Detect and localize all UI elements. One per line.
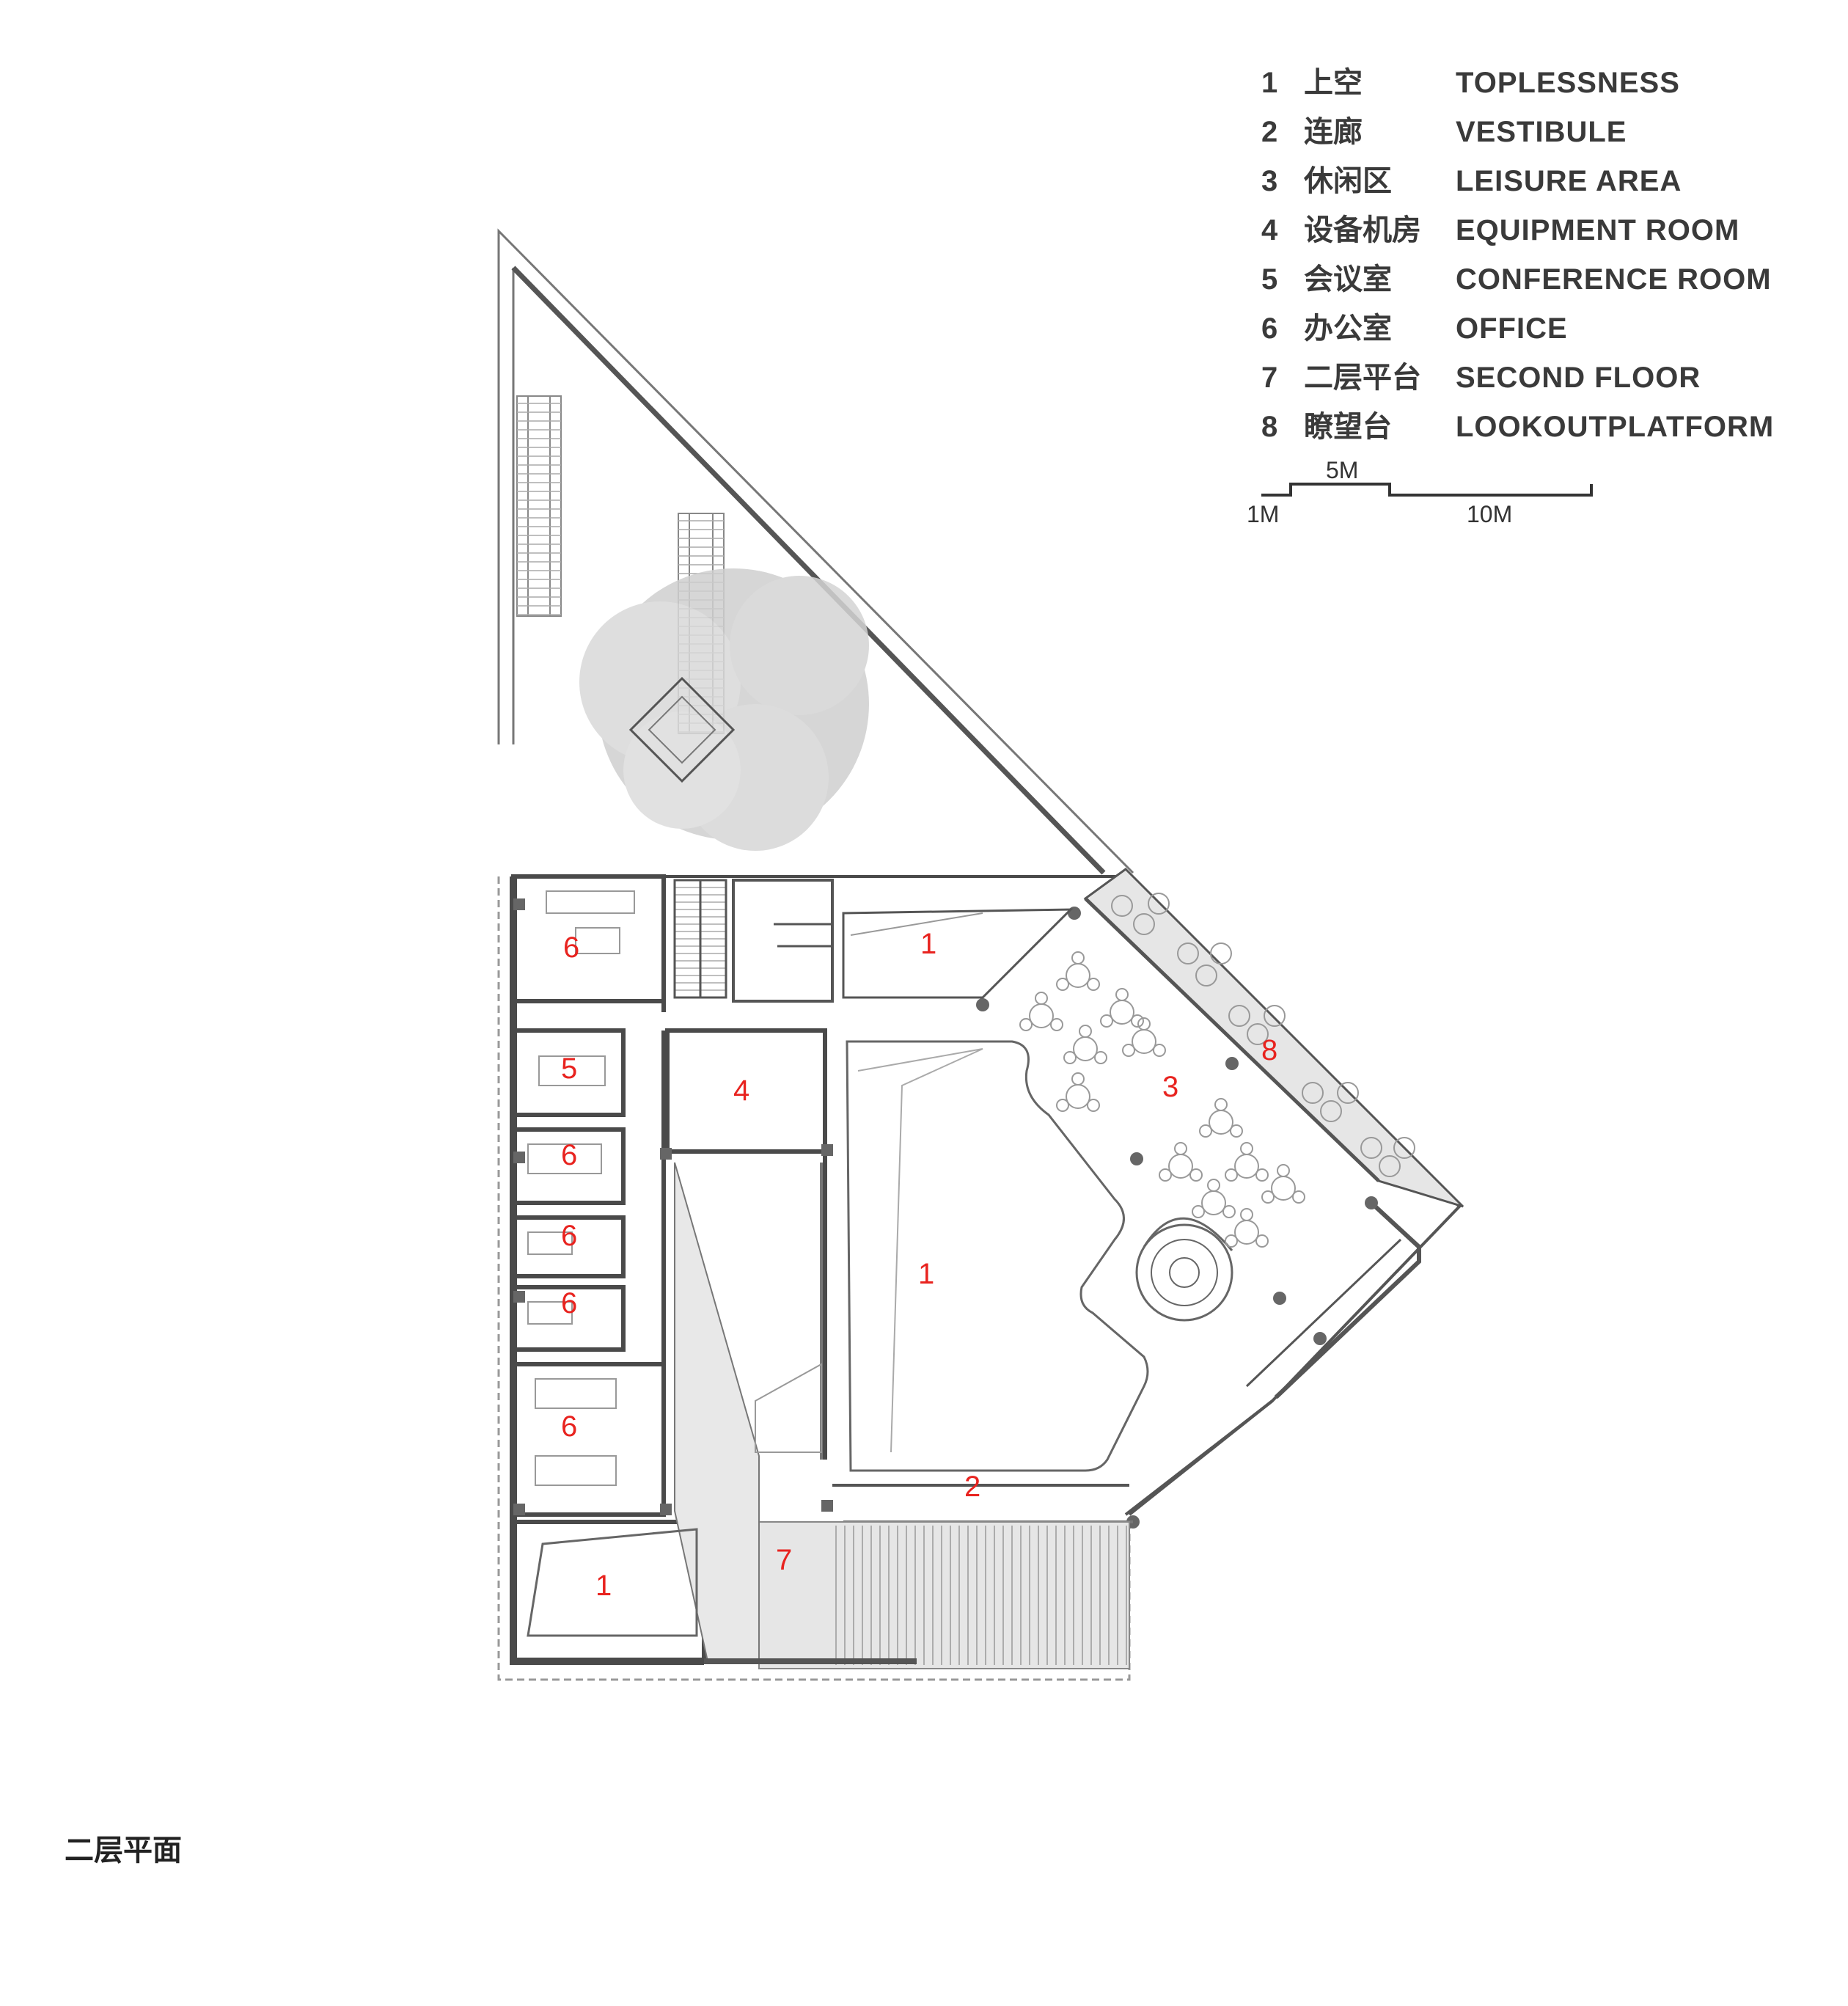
legend-english-label: VESTIBULE xyxy=(1456,116,1627,148)
legend-chinese-label: 会议室 xyxy=(1304,263,1392,296)
office-furniture xyxy=(527,890,635,1486)
room-label-vestibule: 2 xyxy=(964,1471,980,1503)
tree-icon xyxy=(579,568,869,851)
scale-label-10m: 10M xyxy=(1467,501,1512,527)
diagonal-wall xyxy=(1084,897,1421,1516)
second-floor-terrace xyxy=(758,1521,1130,1669)
room-label-toplessness-bottom: 1 xyxy=(595,1570,612,1602)
legend-number: 3 xyxy=(1261,165,1278,197)
leisure-tables xyxy=(1019,951,1305,1248)
legend-chinese-label: 上空 xyxy=(1304,67,1363,99)
legend-number: 6 xyxy=(1261,312,1278,345)
legend-number: 8 xyxy=(1261,411,1278,443)
legend-chinese-label: 二层平台 xyxy=(1304,362,1421,394)
legend-number: 2 xyxy=(1261,116,1278,148)
scale-label-5m: 5M xyxy=(1326,457,1358,483)
legend-english-label: SECOND FLOOR xyxy=(1456,362,1701,394)
room-label-second-floor: 7 xyxy=(776,1544,792,1576)
room-label-leisure-area: 3 xyxy=(1162,1071,1178,1103)
spiral-stair xyxy=(1135,1217,1233,1322)
room-label-office-5: 6 xyxy=(561,1410,577,1443)
void-1-center xyxy=(846,1040,1149,1472)
legend-number: 4 xyxy=(1261,214,1278,246)
room-label-lookout-platform: 8 xyxy=(1261,1034,1277,1066)
legend-chinese-label: 瞭望台 xyxy=(1304,411,1392,443)
room-label-office-4: 6 xyxy=(561,1287,577,1319)
void-1-bottom xyxy=(527,1528,698,1637)
legend-number: 7 xyxy=(1261,362,1278,394)
tree-planter xyxy=(628,676,736,783)
scale-label-1m: 1M xyxy=(1247,501,1279,527)
legend-english-label: TOPLESSNESS xyxy=(1456,67,1680,99)
legend-number: 5 xyxy=(1261,263,1278,296)
room-label-conference-room: 5 xyxy=(561,1053,577,1085)
room-label-toplessness-center: 1 xyxy=(918,1258,934,1290)
room-label-equipment-room: 4 xyxy=(733,1075,749,1107)
legend-number: 1 xyxy=(1261,67,1278,99)
room-label-office-3: 6 xyxy=(561,1220,577,1252)
void-1-top xyxy=(842,908,1074,999)
legend-chinese-label: 连廊 xyxy=(1304,116,1363,148)
legend-english-label: CONFERENCE ROOM xyxy=(1456,263,1772,296)
legend-english-label: LOOKOUTPLATFORM xyxy=(1456,411,1775,443)
lookout-furniture xyxy=(1111,893,1415,1177)
legend-chinese-label: 休闲区 xyxy=(1304,165,1392,197)
legend-english-label: OFFICE xyxy=(1456,312,1568,345)
room-label-toplessness-top: 1 xyxy=(920,928,936,960)
vestibule-corridor xyxy=(832,1484,1133,1523)
room-label-office-2: 6 xyxy=(561,1139,577,1171)
legend-chinese-label: 设备机房 xyxy=(1304,214,1421,246)
courtyard-outline xyxy=(497,228,1134,875)
plan-title: 二层平面 xyxy=(65,1834,182,1867)
legend-english-label: EQUIPMENT ROOM xyxy=(1456,214,1740,246)
room-label-office-1: 6 xyxy=(563,931,579,964)
scale-bar xyxy=(1261,483,1593,497)
legend-chinese-label: 办公室 xyxy=(1304,312,1392,345)
ramp-hatch xyxy=(674,1162,760,1662)
exterior-stair-left xyxy=(516,395,562,617)
wall-posts xyxy=(513,898,833,1515)
terrace-steps xyxy=(835,1526,1127,1665)
stair-core xyxy=(673,879,834,1003)
legend-english-label: LEISURE AREA xyxy=(1456,165,1682,197)
office-walls xyxy=(511,874,827,1661)
